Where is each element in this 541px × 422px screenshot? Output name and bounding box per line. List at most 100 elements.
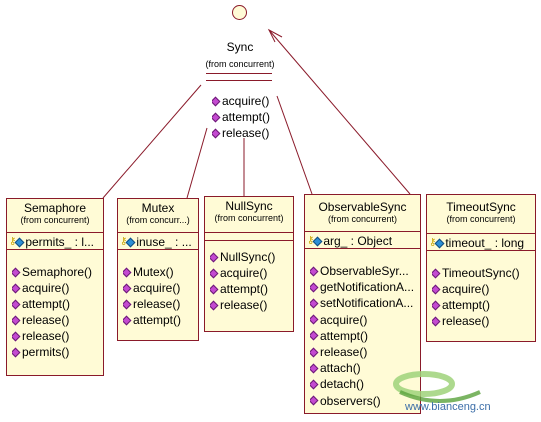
class-name: Semaphore bbox=[23, 201, 87, 215]
attribute-key-icon: ⚷ bbox=[120, 237, 136, 247]
class-attributes: ⚷ permits_ : l... bbox=[7, 232, 103, 250]
class-name: Mutex bbox=[141, 201, 175, 215]
sync-interface-package: (from concurrent) bbox=[205, 59, 275, 69]
operation-row[interactable]: observers() bbox=[310, 393, 420, 409]
sync-operation[interactable]: attempt() bbox=[212, 109, 270, 125]
operation-icon bbox=[210, 268, 219, 278]
class-operations: NullSync() acquire() attempt() release() bbox=[205, 249, 293, 313]
attribute-row[interactable]: ⚷ inuse_ : ... bbox=[120, 235, 192, 249]
class-name: TimeoutSync bbox=[446, 200, 516, 214]
operation-row[interactable]: attach() bbox=[310, 360, 420, 376]
operation-row[interactable]: attempt() bbox=[310, 328, 420, 344]
operation-row[interactable]: Semaphore() bbox=[12, 264, 103, 280]
mutex-realization-line bbox=[186, 127, 208, 199]
operation-row[interactable]: detach() bbox=[310, 376, 420, 392]
class-operations: ObservableSyr... getNotificationA... set… bbox=[305, 263, 420, 409]
class-name: ObservableSync bbox=[318, 200, 407, 214]
operation-icon bbox=[210, 252, 219, 262]
class-attributes bbox=[205, 232, 293, 241]
operation-row[interactable]: release() bbox=[12, 328, 103, 344]
operation-row[interactable]: setNotificationA... bbox=[310, 295, 420, 311]
attribute-key-icon: ⚷ bbox=[429, 238, 445, 248]
operation-row[interactable]: TimeoutSync() bbox=[432, 265, 535, 281]
semaphore-realization-line bbox=[102, 84, 202, 199]
operation-row[interactable]: attempt() bbox=[432, 297, 535, 313]
operation-icon bbox=[12, 347, 21, 357]
operation-row[interactable]: permits() bbox=[12, 344, 103, 360]
operation-icon bbox=[123, 315, 132, 325]
operation-row[interactable]: acquire() bbox=[123, 280, 198, 296]
operation-row[interactable]: release() bbox=[123, 296, 198, 312]
attribute-key-icon: ⚷ bbox=[307, 236, 323, 246]
sync-interface-name[interactable]: Sync bbox=[226, 40, 254, 54]
class-attributes: ⚷ inuse_ : ... bbox=[118, 232, 198, 250]
operation-icon bbox=[432, 316, 441, 326]
mutex-class[interactable]: Mutex (from concurr...) ⚷ inuse_ : ... M… bbox=[117, 198, 199, 341]
class-header: TimeoutSync (from concurrent) bbox=[427, 195, 535, 225]
operation-icon bbox=[310, 314, 319, 325]
operation-icon bbox=[12, 267, 21, 277]
operation-icon bbox=[310, 266, 319, 277]
operation-row[interactable]: NullSync() bbox=[210, 249, 293, 265]
attribute-key-icon: ⚷ bbox=[9, 237, 25, 247]
operation-icon bbox=[210, 300, 219, 310]
class-package: (from concurrent) bbox=[327, 214, 398, 224]
operation-icon bbox=[212, 128, 221, 138]
operation-row[interactable]: acquire() bbox=[12, 280, 103, 296]
operation-icon bbox=[310, 298, 319, 309]
operation-row[interactable]: attempt() bbox=[12, 296, 103, 312]
operation-row[interactable]: release() bbox=[432, 313, 535, 329]
sync-operation[interactable]: release() bbox=[212, 125, 270, 141]
operation-icon bbox=[123, 299, 132, 309]
operation-row[interactable]: acquire() bbox=[432, 281, 535, 297]
timeoutsync-class[interactable]: TimeoutSync (from concurrent) ⚷ timeout_… bbox=[426, 194, 536, 342]
operation-icon bbox=[310, 347, 319, 357]
attribute-row[interactable]: ⚷ permits_ : l... bbox=[9, 235, 95, 249]
operation-icon bbox=[212, 96, 221, 106]
operation-icon bbox=[310, 379, 319, 390]
class-package: (from concurr...) bbox=[126, 215, 190, 225]
sync-divider-top bbox=[206, 73, 272, 74]
operation-row[interactable]: release() bbox=[310, 344, 420, 360]
operation-icon bbox=[310, 330, 319, 341]
watermark-logo-icon bbox=[393, 371, 481, 403]
class-attributes: ⚷ timeout_ : long bbox=[427, 233, 535, 251]
sync-operation[interactable]: acquire() bbox=[212, 93, 270, 109]
operation-row[interactable]: acquire() bbox=[310, 312, 420, 328]
class-header: Mutex (from concurr...) bbox=[118, 199, 198, 226]
sync-divider-bottom bbox=[206, 80, 272, 81]
operation-icon bbox=[12, 283, 21, 293]
nullsync-class[interactable]: NullSync (from concurrent) NullSync() ac… bbox=[204, 196, 294, 332]
sync-interface-icon[interactable] bbox=[232, 5, 247, 20]
operation-icon bbox=[432, 300, 441, 310]
class-name: NullSync bbox=[225, 199, 273, 213]
operation-row[interactable]: attempt() bbox=[210, 281, 293, 297]
operation-icon bbox=[12, 315, 21, 325]
operation-row[interactable]: release() bbox=[12, 312, 103, 328]
operation-icon bbox=[210, 284, 219, 294]
operation-row[interactable]: release() bbox=[210, 297, 293, 313]
observablesync-realization-line bbox=[276, 95, 313, 195]
semaphore-class[interactable]: Semaphore (from concurrent) ⚷ permits_ :… bbox=[6, 198, 104, 376]
operation-icon bbox=[12, 331, 21, 341]
operation-icon bbox=[123, 283, 132, 293]
class-package: (from concurrent) bbox=[446, 214, 516, 224]
operation-row[interactable]: Mutex() bbox=[123, 264, 198, 280]
operation-icon bbox=[123, 267, 132, 277]
sync-operations: acquire() attempt() release() bbox=[212, 93, 270, 141]
operation-row[interactable]: getNotificationA... bbox=[310, 279, 420, 295]
attribute-row[interactable]: ⚷ timeout_ : long bbox=[429, 236, 525, 250]
class-operations: Mutex() acquire() release() attempt() bbox=[118, 264, 198, 328]
operation-row[interactable]: acquire() bbox=[210, 265, 293, 281]
operation-row[interactable]: ObservableSyr... bbox=[310, 263, 420, 279]
operation-icon bbox=[432, 268, 441, 278]
class-header: ObservableSync (from concurrent) bbox=[305, 195, 420, 225]
timeoutsync-realization-line bbox=[268, 29, 411, 195]
realization-arrowhead bbox=[267, 28, 283, 43]
class-header: NullSync (from concurrent) bbox=[205, 197, 293, 224]
operation-row[interactable]: attempt() bbox=[123, 312, 198, 328]
attribute-row[interactable]: ⚷ arg_ : Object bbox=[307, 234, 393, 248]
class-header: Semaphore (from concurrent) bbox=[7, 199, 103, 226]
operation-icon bbox=[310, 282, 319, 293]
